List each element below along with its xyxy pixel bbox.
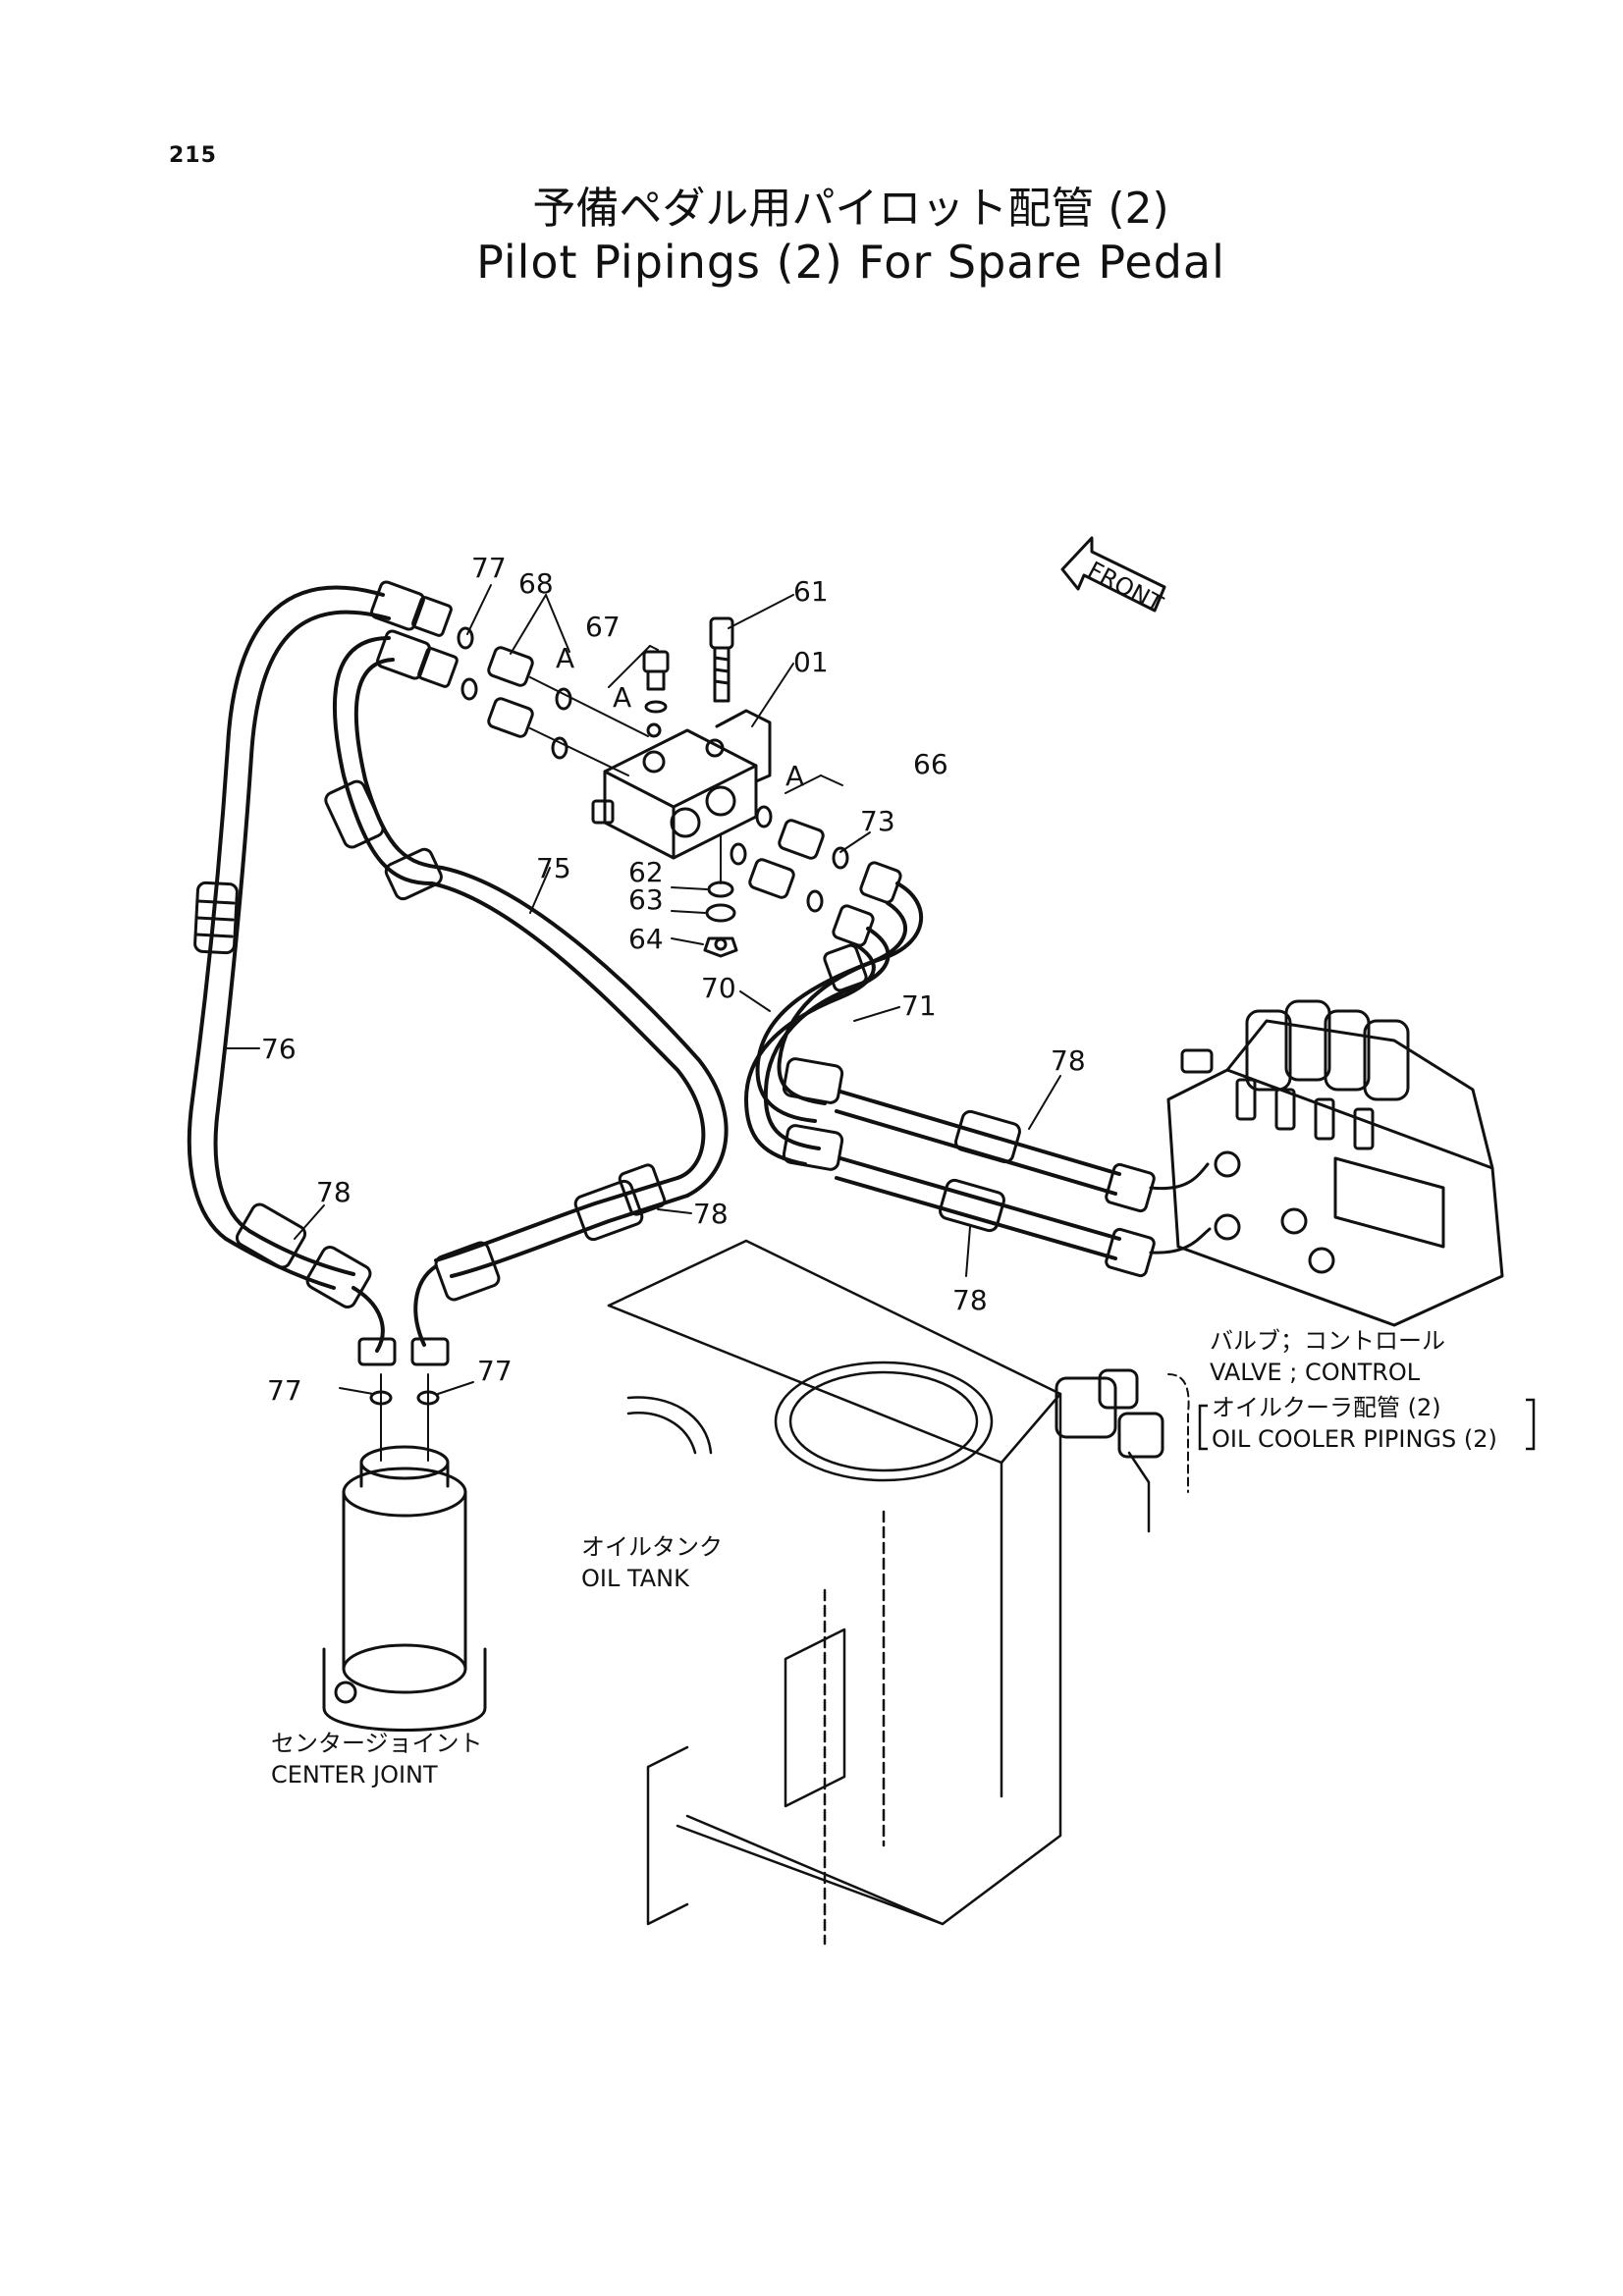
plug-67	[642, 650, 670, 714]
label-brackets	[1198, 1398, 1536, 1451]
callout-01: 01	[793, 646, 829, 678]
callout-64: 64	[628, 923, 664, 955]
bolt-61	[709, 616, 734, 703]
callout-68: 68	[518, 567, 554, 600]
callout-62: 62	[628, 856, 664, 888]
callout-67: 67	[585, 611, 621, 643]
label-joint-jp: センタージョイント	[271, 1730, 483, 1757]
oil-cooler-fitting	[1055, 1368, 1190, 1533]
callout-61: 61	[793, 575, 829, 608]
page-number: 215	[169, 143, 217, 168]
label-cooler-jp: オイルクーラ配管 (2)	[1212, 1394, 1441, 1421]
callout-77-right: 77	[477, 1355, 513, 1387]
valve-block-01	[591, 709, 772, 860]
title-japanese: 予備ペダル用パイロット配管 (2)	[532, 184, 1169, 234]
callout-76: 76	[261, 1033, 297, 1065]
callout-73: 73	[860, 805, 895, 837]
callout-71: 71	[901, 989, 937, 1022]
callout-70: 70	[701, 972, 736, 1004]
hose-75	[324, 636, 729, 1198]
front-arrow-icon	[1060, 536, 1166, 613]
callout-75: 75	[536, 852, 571, 884]
callout-77-top: 77	[471, 552, 507, 584]
callout-78-right: 78	[693, 1198, 729, 1230]
label-cooler-en: OIL COOLER PIPINGS (2)	[1212, 1425, 1497, 1453]
callout-77-left: 77	[267, 1374, 302, 1407]
washers-62-63-64	[703, 833, 738, 958]
title-english: Pilot Pipings (2) For Spare Pedal	[476, 236, 1225, 289]
front-label: FRONT	[1083, 557, 1167, 618]
label-valve-jp: バルブ；コントロール	[1210, 1327, 1445, 1355]
hose-fitting-78-right	[410, 1163, 689, 1366]
fittings-66-group	[730, 805, 902, 947]
hose-76	[187, 585, 391, 1241]
label-tank-jp: オイルタンク	[581, 1533, 723, 1561]
hose-fitting-78-left	[224, 1202, 397, 1366]
hoses-70-71	[744, 881, 1212, 1278]
center-joint	[322, 1373, 487, 1732]
fittings-68-group	[370, 580, 649, 776]
callout-66: 66	[913, 748, 948, 780]
callout-a-1: A	[556, 642, 574, 674]
callout-63: 63	[628, 883, 664, 916]
control-valve	[1166, 999, 1504, 1327]
label-joint-en: CENTER JOINT	[271, 1761, 438, 1789]
oil-tank	[607, 1239, 1062, 1946]
callout-78-lower: 78	[952, 1284, 988, 1316]
callout-78-upper: 78	[1051, 1044, 1086, 1077]
leader-lines	[225, 584, 1061, 1395]
callout-78-left: 78	[316, 1176, 352, 1208]
callout-a-3: A	[785, 760, 804, 792]
callout-a-2: A	[613, 681, 631, 714]
label-tank-en: OIL TANK	[581, 1565, 690, 1592]
label-valve-en: VALVE ; CONTROL	[1210, 1359, 1421, 1386]
